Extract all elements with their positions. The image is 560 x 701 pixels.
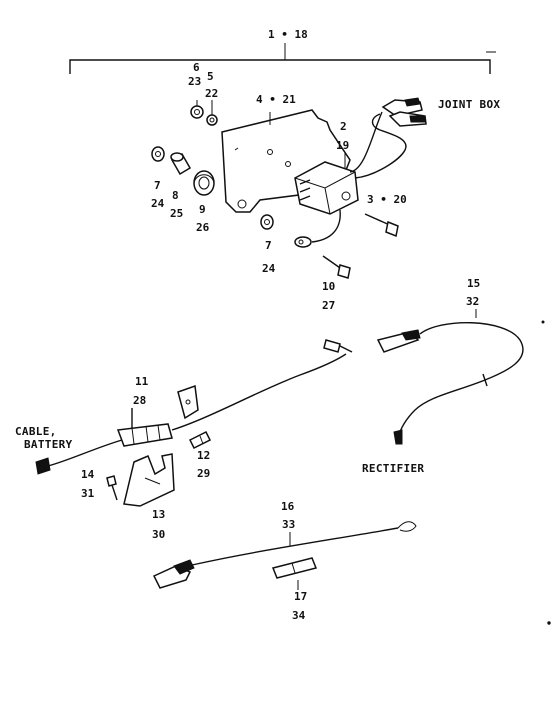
callout-24-right: 24 [262,262,276,275]
cable-label-line2: BATTERY [24,438,73,451]
callout-19: 19 [336,139,349,152]
regulator-unit [294,152,359,215]
callout-4-21: 4 • 21 [256,93,296,106]
callout-3-20: 3 • 20 [367,193,407,206]
callout-26: 26 [196,221,210,234]
callout-2: 2 [340,120,347,133]
callout-28: 28 [133,394,146,407]
callout-17: 17 [294,590,307,603]
callout-25: 25 [170,207,183,220]
callout-10: 10 [322,280,335,293]
callout-7-right: 7 [265,239,272,252]
callout-33: 33 [282,518,295,531]
lead-wire-16 [152,521,417,589]
callout-32: 32 [466,295,479,308]
callout-11: 11 [135,375,149,388]
washer-7-left [151,146,165,162]
callout-5: 5 [207,70,214,83]
callout-16: 16 [281,500,295,513]
ground-lead [294,209,341,248]
joint-box-harness [349,97,427,179]
callout-12: 12 [197,449,210,462]
callout-6: 6 [193,61,200,74]
callout-8: 8 [172,189,179,202]
collar-8 [170,152,192,176]
clamp-13 [123,453,175,507]
assembly-bracket [69,43,496,74]
fuse-12 [188,430,212,450]
cable-label-line1: CABLE, [15,425,57,438]
callout-15: 15 [467,277,480,290]
joint-box-label: JOINT BOX [438,98,500,111]
screw-14 [106,475,118,501]
callout-9: 9 [199,203,206,216]
battery-cable [35,353,347,475]
callout-14: 14 [81,468,95,481]
nut-6 [190,105,204,119]
callout-27: 27 [322,299,335,312]
washer-7-right [260,214,274,230]
callout-23: 23 [188,75,201,88]
callout-7-left: 7 [154,179,161,192]
connector-17 [271,557,318,579]
grommet-9 [193,170,215,196]
callout-22: 22 [205,87,218,100]
callout-24-left: 24 [151,197,165,210]
header-callout: 1 • 18 [268,28,308,41]
callout-34: 34 [292,609,306,622]
callout-13: 13 [152,508,165,521]
bolt-10 [322,255,351,279]
callout-30: 30 [152,528,165,541]
callout-29: 29 [197,467,210,480]
washer-5 [206,114,218,126]
bolt-3 [364,213,399,238]
rectifier-lead [323,321,524,445]
callout-31: 31 [81,487,95,500]
rectifier-label: RECTIFIER [362,462,424,475]
